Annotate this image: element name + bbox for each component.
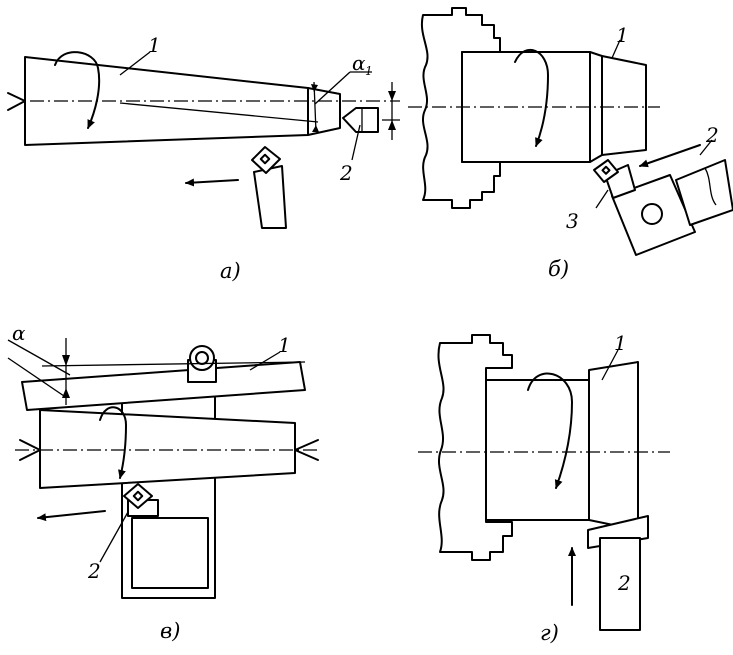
panel-a-cutting-tool xyxy=(251,146,287,229)
panel-g: 1 2 г) xyxy=(418,331,670,645)
panel-b-feed-arrow xyxy=(639,144,701,168)
panel-b-rotation-arrow xyxy=(514,49,549,147)
panel-a-label-2: 2 xyxy=(339,161,353,185)
panel-g-label-1: 1 xyxy=(614,331,627,355)
panel-g-label-2: 2 xyxy=(617,571,631,595)
panel-v-caption: в) xyxy=(160,619,180,643)
panel-v-cutting-tool xyxy=(123,483,159,517)
panel-g-workpiece xyxy=(485,379,590,521)
panel-g-caption: г) xyxy=(540,621,559,645)
panel-a: 1 2 α 1 а) xyxy=(7,33,400,283)
panel-b-label-3: 3 xyxy=(566,209,579,233)
panel-b-tool-assembly xyxy=(593,159,733,256)
panel-v: 1 2 α в) xyxy=(7,321,320,643)
panel-v-label-2: 2 xyxy=(87,559,101,583)
panel-a-label-1: 1 xyxy=(148,33,161,57)
panel-b: 1 2 3 б) xyxy=(408,7,733,281)
panel-a-label-alpha: α xyxy=(352,51,366,75)
panel-a-left-center xyxy=(7,92,26,111)
panel-g-taper xyxy=(588,361,639,531)
panel-v-feed-arrow xyxy=(37,510,106,522)
panel-a-rotation-arrow xyxy=(54,51,101,129)
panel-v-right-center xyxy=(294,439,319,461)
panel-a-label-alpha-subscript: 1 xyxy=(365,64,373,78)
panel-v-label-1: 1 xyxy=(278,333,291,357)
panel-g-cutting-tool xyxy=(587,515,649,631)
panel-v-workpiece xyxy=(39,409,296,489)
panel-a-feed-arrow xyxy=(185,178,239,187)
panel-b-label-1: 1 xyxy=(616,23,629,47)
panel-g-rotation-arrow xyxy=(527,372,573,489)
panel-b-label-2: 2 xyxy=(705,123,719,147)
panel-a-caption: а) xyxy=(220,259,241,283)
panel-v-label-alpha: α xyxy=(12,321,26,345)
panel-v-rotation-arrow xyxy=(99,406,127,479)
panel-a-tailstock-center xyxy=(342,107,379,133)
panel-b-caption: б) xyxy=(548,257,569,281)
